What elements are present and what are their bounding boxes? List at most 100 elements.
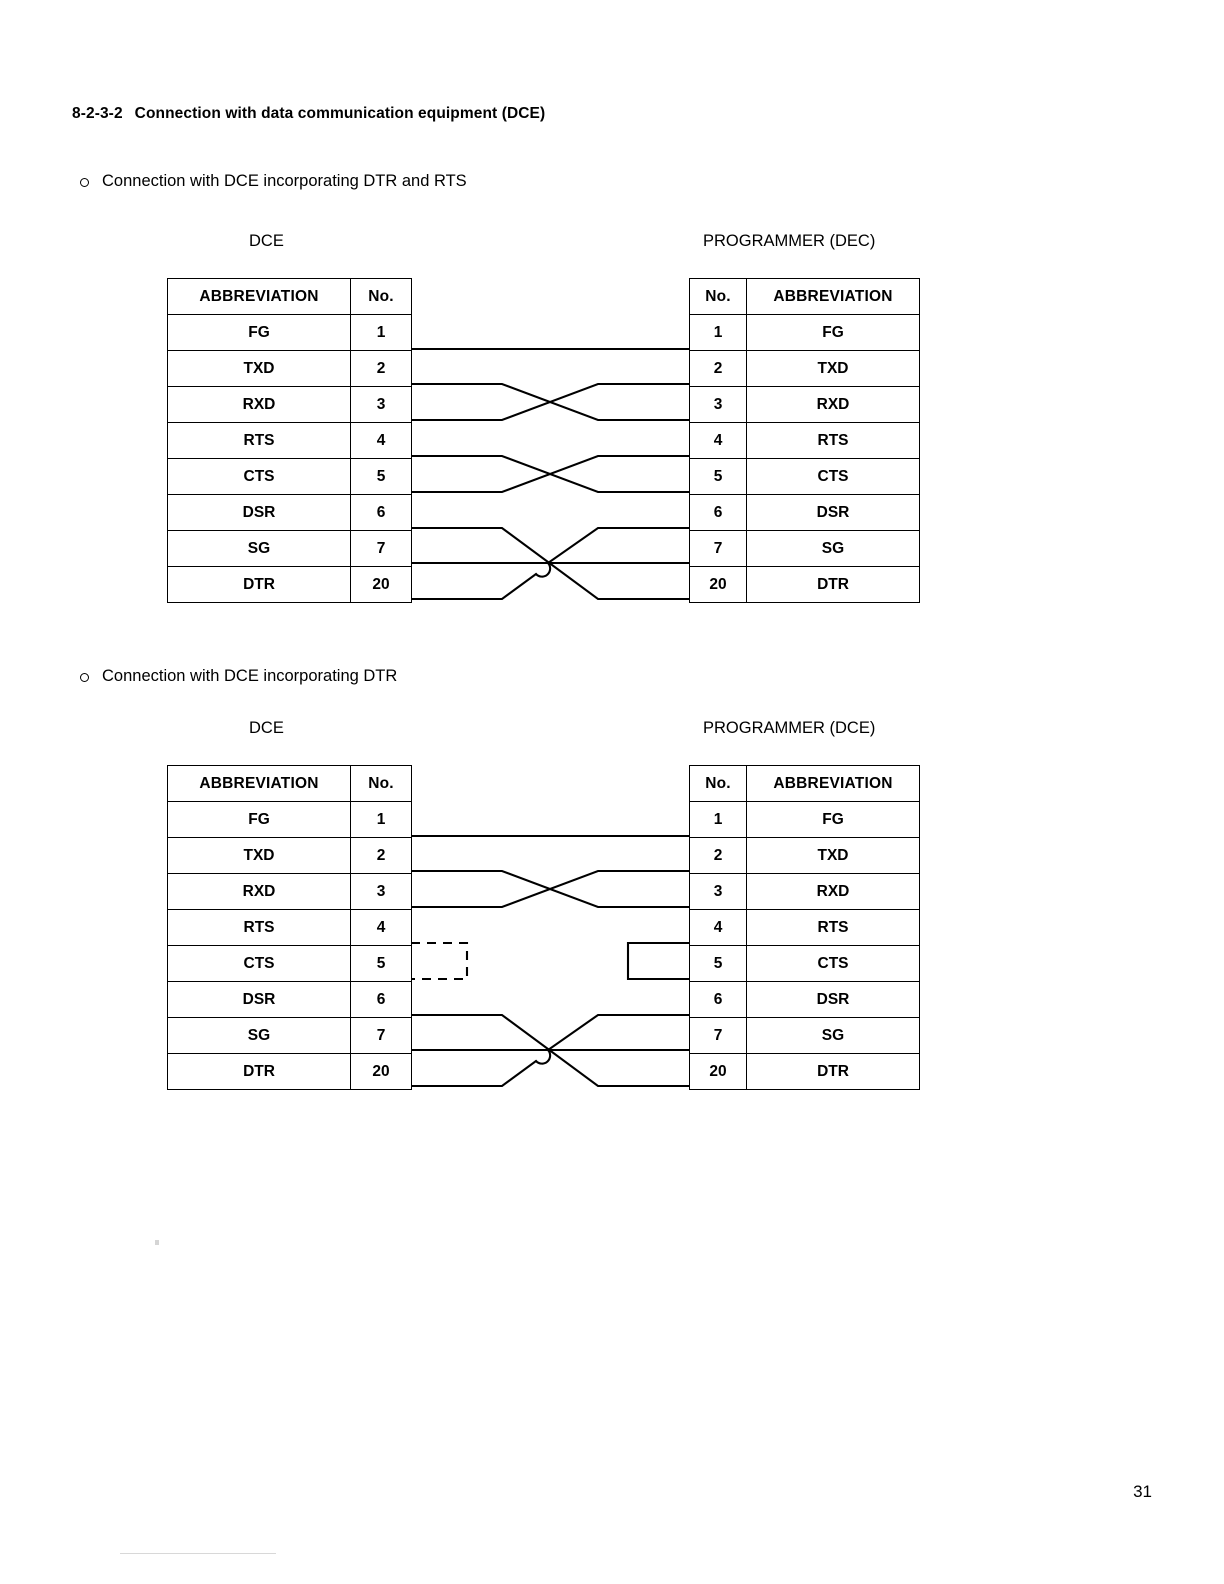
- cell-pin-no: 6: [689, 981, 747, 1018]
- cell-abbreviation: FG: [167, 801, 351, 838]
- wire-20-to-6: [411, 1013, 689, 1088]
- header-no: No.: [689, 765, 747, 802]
- diagram-1-right-caption: PROGRAMMER (DEC): [703, 232, 876, 250]
- header-abbreviation: ABBREVIATION: [746, 278, 920, 315]
- table-row: RTS 4: [167, 909, 412, 946]
- cell-pin-no: 4: [350, 909, 412, 946]
- cell-abbreviation: DSR: [167, 981, 351, 1018]
- cell-pin-no: 3: [350, 386, 412, 423]
- cell-pin-no: 20: [689, 1053, 747, 1090]
- cell-pin-no: 20: [350, 1053, 412, 1090]
- circle-bullet-icon: [80, 673, 89, 682]
- table-row: 7 SG: [689, 1017, 920, 1054]
- cell-pin-no: 2: [350, 837, 412, 874]
- table-row: DSR 6: [167, 494, 412, 531]
- diagram-2-dce-pin-table: ABBREVIATION No. FG 1 TXD 2 RXD 3 RTS 4 …: [167, 765, 412, 1090]
- table-row: 20 DTR: [689, 566, 920, 603]
- table-row: CTS 5: [167, 458, 412, 495]
- table-row: FG 1: [167, 314, 412, 351]
- table-row: 6 DSR: [689, 494, 920, 531]
- wire-2-to-3: [411, 869, 689, 909]
- header-abbreviation: ABBREVIATION: [167, 278, 351, 315]
- table-header-row: No. ABBREVIATION: [689, 765, 920, 802]
- cell-abbreviation: DTR: [746, 566, 920, 603]
- table-row: 3 RXD: [689, 386, 920, 423]
- table-row: 6 DSR: [689, 981, 920, 1018]
- table-row: RXD 3: [167, 873, 412, 910]
- cell-abbreviation: TXD: [167, 350, 351, 387]
- cell-pin-no: 2: [689, 837, 747, 874]
- diagram-2-programmer-pin-table: No. ABBREVIATION 1 FG 2 TXD 3 RXD 4 RTS …: [689, 765, 920, 1090]
- cell-abbreviation: RTS: [167, 909, 351, 946]
- cell-abbreviation: DSR: [746, 494, 920, 531]
- table-row: 1 FG: [689, 801, 920, 838]
- cell-pin-no: 5: [689, 945, 747, 982]
- cell-abbreviation: DTR: [167, 566, 351, 603]
- cell-abbreviation: SG: [167, 1017, 351, 1054]
- cell-pin-no: 5: [350, 458, 412, 495]
- page-number: 31: [1133, 1482, 1152, 1501]
- cell-pin-no: 7: [689, 530, 747, 567]
- table-header-row: ABBREVIATION No.: [167, 765, 412, 802]
- wire-6-to-20: [411, 1013, 689, 1088]
- cell-abbreviation: RXD: [746, 873, 920, 910]
- cell-abbreviation: SG: [746, 530, 920, 567]
- section-number: 8-2-3-2: [72, 105, 123, 122]
- loopback-dashed-rts-cts-dce: [411, 941, 469, 981]
- wire-3-to-2: [411, 869, 689, 909]
- table-row: DTR 20: [167, 566, 412, 603]
- wire-20-to-6: [411, 526, 689, 601]
- diagram-1-left-caption: DCE: [249, 232, 284, 250]
- cell-pin-no: 1: [350, 314, 412, 351]
- cell-abbreviation: SG: [167, 530, 351, 567]
- diagram-2-bullet: Connection with DCE incorporating DTR: [80, 667, 397, 686]
- table-row: 2 TXD: [689, 837, 920, 874]
- cell-abbreviation: TXD: [746, 837, 920, 874]
- cell-abbreviation: DSR: [167, 494, 351, 531]
- cell-pin-no: 1: [689, 801, 747, 838]
- table-row: SG 7: [167, 530, 412, 567]
- table-row: TXD 2: [167, 837, 412, 874]
- cell-pin-no: 4: [689, 909, 747, 946]
- header-no: No.: [350, 765, 412, 802]
- diagram-1-bullet: Connection with DCE incorporating DTR an…: [80, 172, 467, 191]
- cell-abbreviation: CTS: [746, 945, 920, 982]
- wire-2-to-3: [411, 382, 689, 422]
- header-abbreviation: ABBREVIATION: [167, 765, 351, 802]
- table-row: 4 RTS: [689, 422, 920, 459]
- table-row: 3 RXD: [689, 873, 920, 910]
- loopback-solid-rts-cts-programmer: [626, 941, 689, 981]
- cell-pin-no: 20: [350, 566, 412, 603]
- table-row: 1 FG: [689, 314, 920, 351]
- table-row: RTS 4: [167, 422, 412, 459]
- diagram-1-programmer-pin-table: No. ABBREVIATION 1 FG 2 TXD 3 RXD 4 RTS …: [689, 278, 920, 603]
- table-row: RXD 3: [167, 386, 412, 423]
- circle-bullet-icon: [80, 178, 89, 187]
- table-row: 5 CTS: [689, 945, 920, 982]
- section-heading: 8-2-3-2 Connection with data communicatio…: [72, 105, 545, 123]
- cell-abbreviation: RXD: [167, 386, 351, 423]
- cell-abbreviation: TXD: [746, 350, 920, 387]
- cell-pin-no: 5: [689, 458, 747, 495]
- header-no: No.: [689, 278, 747, 315]
- cell-abbreviation: SG: [746, 1017, 920, 1054]
- cell-pin-no: 7: [350, 1017, 412, 1054]
- footer-rule: [120, 1553, 276, 1554]
- cell-pin-no: 1: [689, 314, 747, 351]
- scan-speck: [155, 1240, 159, 1245]
- section-title: Connection with data communication equip…: [134, 105, 546, 122]
- diagram-2-right-caption: PROGRAMMER (DCE): [703, 719, 876, 737]
- table-row: SG 7: [167, 1017, 412, 1054]
- cell-pin-no: 3: [689, 873, 747, 910]
- table-row: 2 TXD: [689, 350, 920, 387]
- cell-abbreviation: TXD: [167, 837, 351, 874]
- cell-abbreviation: FG: [746, 314, 920, 351]
- diagram-2-bullet-label: Connection with DCE incorporating DTR: [102, 667, 398, 685]
- cell-abbreviation: CTS: [167, 458, 351, 495]
- cell-abbreviation: FG: [746, 801, 920, 838]
- wire-5-to-4: [411, 454, 689, 494]
- table-header-row: ABBREVIATION No.: [167, 278, 412, 315]
- wire-6-to-20: [411, 526, 689, 601]
- cell-abbreviation: RTS: [167, 422, 351, 459]
- cell-pin-no: 5: [350, 945, 412, 982]
